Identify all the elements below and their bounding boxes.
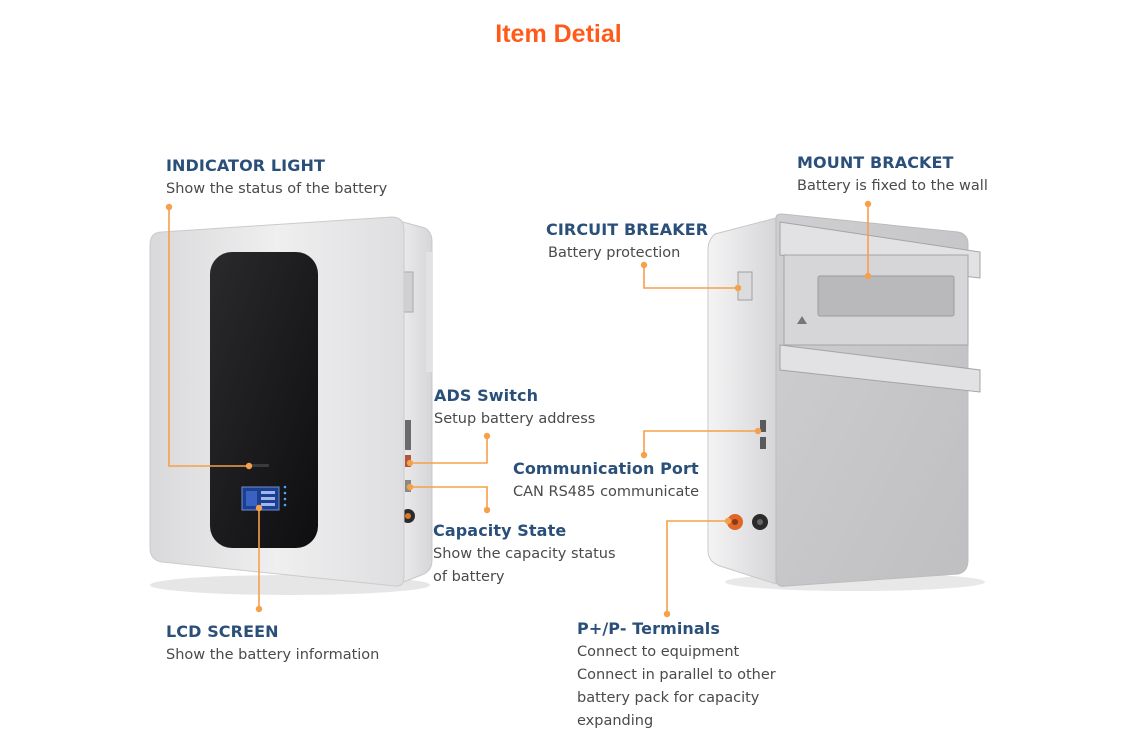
callout-text: CAN RS485 communicate [513, 484, 700, 500]
leader-circuit-breaker [643, 265, 738, 289]
callout-heading: Capacity State [433, 521, 567, 540]
callout-indicator-light: INDICATOR LIGHT Show the status of the b… [166, 156, 387, 201]
callout-communication-port: Communication Port CAN RS485 communicate [513, 459, 699, 504]
callout-ads-switch: ADS Switch Setup battery address [434, 386, 595, 431]
callout-text: Connect to equipment [577, 644, 740, 660]
leader-capacity-state [410, 486, 488, 510]
leader-indicator-light [168, 207, 249, 467]
callout-lcd-screen: LCD SCREEN Show the battery information [166, 622, 379, 667]
callout-heading: ADS Switch [434, 386, 539, 405]
leader-dots [165, 200, 872, 618]
callout-text: Setup battery address [434, 411, 596, 427]
callout-text: expanding [577, 713, 654, 729]
callout-heading: Communication Port [513, 459, 699, 478]
callout-text: of battery [433, 569, 505, 585]
callout-text: Connect in parallel to other [577, 667, 776, 683]
callout-mount-bracket: MOUNT BRACKET Battery is fixed to the wa… [797, 153, 988, 198]
callout-heading: INDICATOR LIGHT [166, 156, 325, 175]
callout-heading: P+/P- Terminals [577, 619, 721, 638]
battery-back-view [707, 213, 985, 591]
callout-text: Battery protection [548, 245, 681, 261]
leader-communication-port [643, 430, 758, 455]
page-title: Item Detial [495, 20, 622, 48]
callout-heading: CIRCUIT BREAKER [546, 220, 709, 239]
callout-text: Battery is fixed to the wall [797, 178, 988, 194]
battery-front-view [149, 216, 433, 595]
callout-heading: LCD SCREEN [166, 622, 279, 641]
callout-terminals: P+/P- Terminals Connect to equipment Con… [577, 619, 776, 733]
leader-ads-switch [410, 436, 488, 464]
callout-circuit-breaker: CIRCUIT BREAKER Battery protection [546, 220, 708, 265]
callout-text: Show the battery information [166, 647, 380, 663]
callout-capacity-state: Capacity State Show the capacity status … [433, 521, 616, 589]
leader-lines [168, 204, 869, 614]
callout-heading: MOUNT BRACKET [797, 153, 954, 172]
leader-terminals [666, 520, 728, 614]
callout-text: battery pack for capacity [577, 690, 760, 706]
callout-text: Show the status of the battery [166, 181, 388, 197]
callout-text: Show the capacity status [433, 546, 616, 562]
